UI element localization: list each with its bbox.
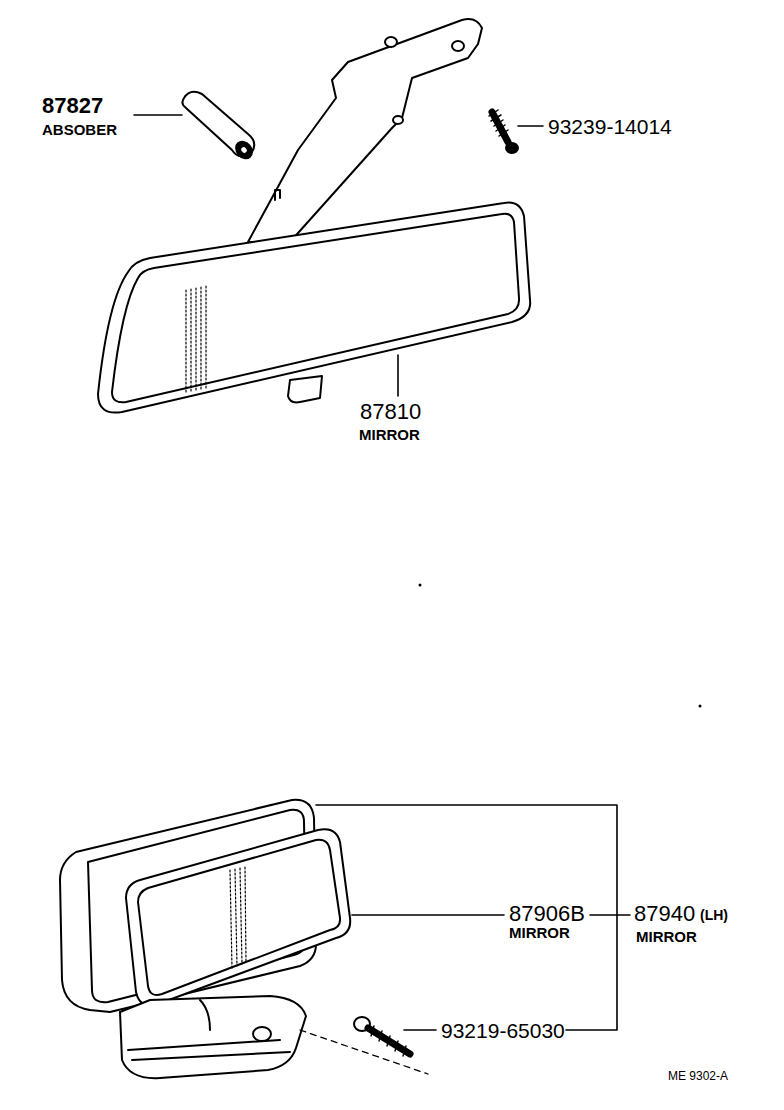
- speck: [699, 705, 702, 708]
- callout-number: 87940: [634, 903, 695, 925]
- variant-note: (LH): [700, 908, 728, 922]
- figure-code: ME 9302-A: [668, 1070, 728, 1082]
- screw-drawing: [354, 1017, 410, 1056]
- leader-lines: [134, 115, 630, 1030]
- part-name: MIRROR: [636, 929, 697, 944]
- part-name: MIRROR: [509, 925, 570, 940]
- part-name: MIRROR: [359, 427, 420, 442]
- mirror-stay: [248, 19, 482, 242]
- callout-number: 93219-65030: [441, 1020, 565, 1041]
- callout-number: 87810: [360, 401, 421, 423]
- rear-view-mirror-drawing: [98, 203, 530, 413]
- callout-number: 93239-14014: [548, 116, 672, 137]
- part-name: ABSOBER: [42, 122, 117, 137]
- callout-number: 87827: [42, 95, 103, 117]
- outer-mirror-drawing: [60, 800, 428, 1078]
- speck: [419, 584, 422, 587]
- absorber-drawing: [182, 92, 255, 162]
- screw-drawing: [489, 110, 518, 153]
- callout-number: 87906B: [509, 903, 585, 925]
